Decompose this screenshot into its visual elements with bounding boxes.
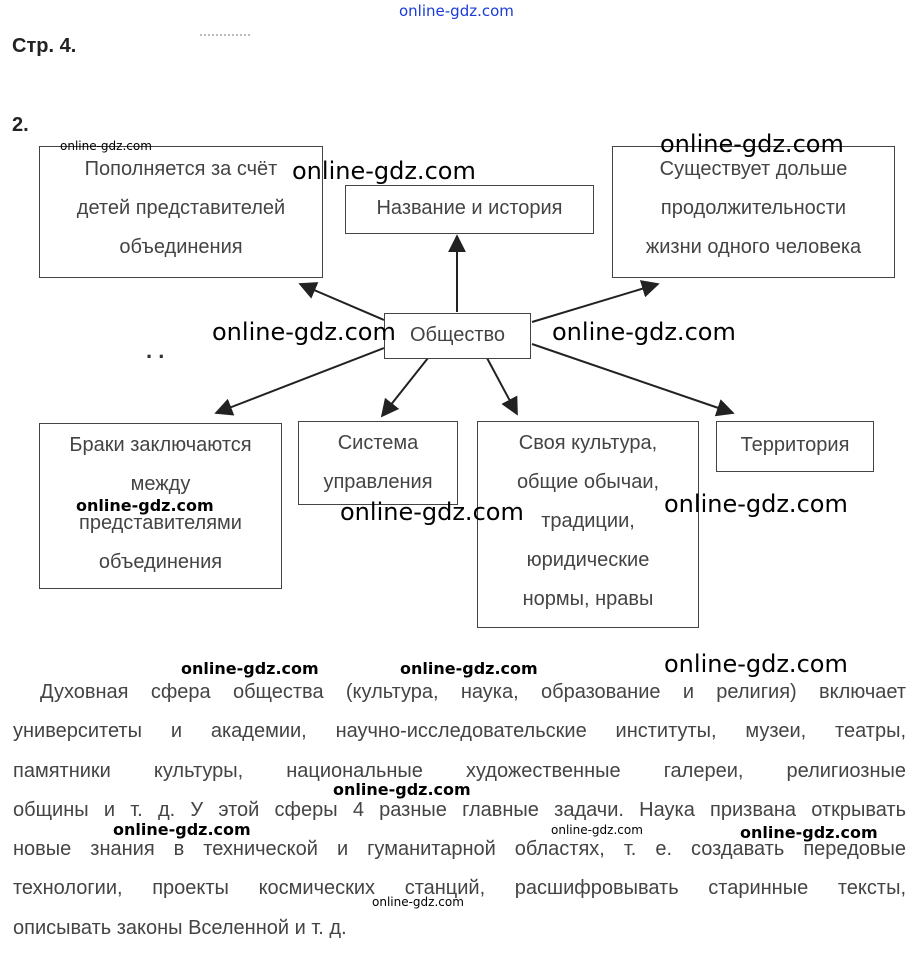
paragraph-line: Духовная сфера общества (культура, наука… bbox=[40, 681, 906, 703]
arrow-to-replenish bbox=[298, 282, 385, 321]
paragraph-line: университеты и академии, научно-исследов… bbox=[13, 720, 906, 743]
arrow-to-governance bbox=[380, 357, 429, 418]
watermark: online-gdz.com bbox=[333, 780, 471, 799]
paragraph-line: описывать законы Вселенной и т. д. bbox=[13, 916, 347, 939]
paragraph-line: памятники культуры, национальные художес… bbox=[13, 759, 906, 782]
arrow-to-marriages bbox=[214, 347, 385, 416]
box-lasts-longer: Существует дольше продолжительности жизн… bbox=[612, 146, 895, 278]
task-number: 2. bbox=[12, 114, 29, 136]
box-name-history: Название и история bbox=[345, 185, 594, 234]
watermark: online-gdz.com bbox=[660, 130, 844, 158]
arrow-to-lasts-longer bbox=[531, 280, 660, 323]
watermark: online-gdz.com bbox=[664, 490, 848, 518]
watermark: online-gdz.com bbox=[552, 318, 736, 346]
watermark: online-gdz.com bbox=[292, 157, 476, 185]
watermark: online-gdz.com bbox=[76, 496, 214, 515]
box-governance: Система управления bbox=[298, 421, 458, 505]
watermark: online-gdz.com bbox=[551, 823, 643, 837]
watermark: online-gdz.com bbox=[181, 659, 319, 678]
watermark: online-gdz.com bbox=[399, 2, 514, 20]
paragraph-line: общины и т. д. У этой сферы 4 разные гла… bbox=[13, 798, 906, 821]
box-culture: Своя культура, общие обычаи, традиции, ю… bbox=[477, 421, 699, 628]
scan-smudge bbox=[200, 34, 250, 39]
watermark: online-gdz.com bbox=[113, 820, 251, 839]
watermark: online-gdz.com bbox=[664, 650, 848, 678]
watermark: online-gdz.com bbox=[212, 318, 396, 346]
watermark: online-gdz.com bbox=[340, 498, 524, 526]
watermark: online-gdz.com bbox=[372, 895, 464, 909]
box-territory: Территория bbox=[716, 421, 874, 472]
watermark: online-gdz.com bbox=[400, 659, 538, 678]
paragraph-line: новые знания в технической и гуманитарно… bbox=[13, 838, 906, 861]
watermark: online-gdz.com bbox=[60, 139, 152, 153]
page-label: Стр. 4. bbox=[12, 35, 77, 57]
arrow-to-territory bbox=[531, 343, 735, 417]
box-marriages: Браки заключаются между представителями … bbox=[39, 423, 282, 589]
box-replenished-by-children: Пополняется за счёт детей представителей… bbox=[39, 146, 323, 278]
paragraph-line: технологии, проекты космических станций,… bbox=[13, 877, 906, 900]
stray-dots: . . bbox=[146, 338, 165, 363]
watermark: online-gdz.com bbox=[740, 823, 878, 842]
arrow-to-culture bbox=[486, 357, 518, 416]
box-society: Общество bbox=[384, 313, 531, 359]
paragraph: Духовная сфера общества (культура, наука… bbox=[13, 673, 906, 948]
